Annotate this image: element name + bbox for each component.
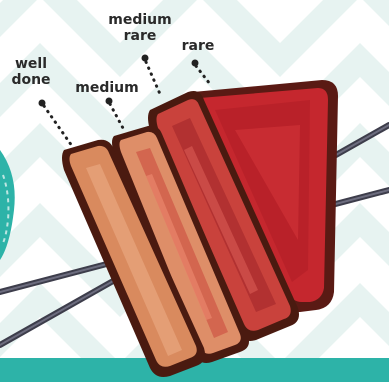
label-well-done: well done	[8, 56, 54, 88]
label-rare: rare	[178, 38, 218, 54]
label-medium: medium	[72, 80, 142, 96]
label-medium-rare: medium rare	[105, 12, 175, 44]
